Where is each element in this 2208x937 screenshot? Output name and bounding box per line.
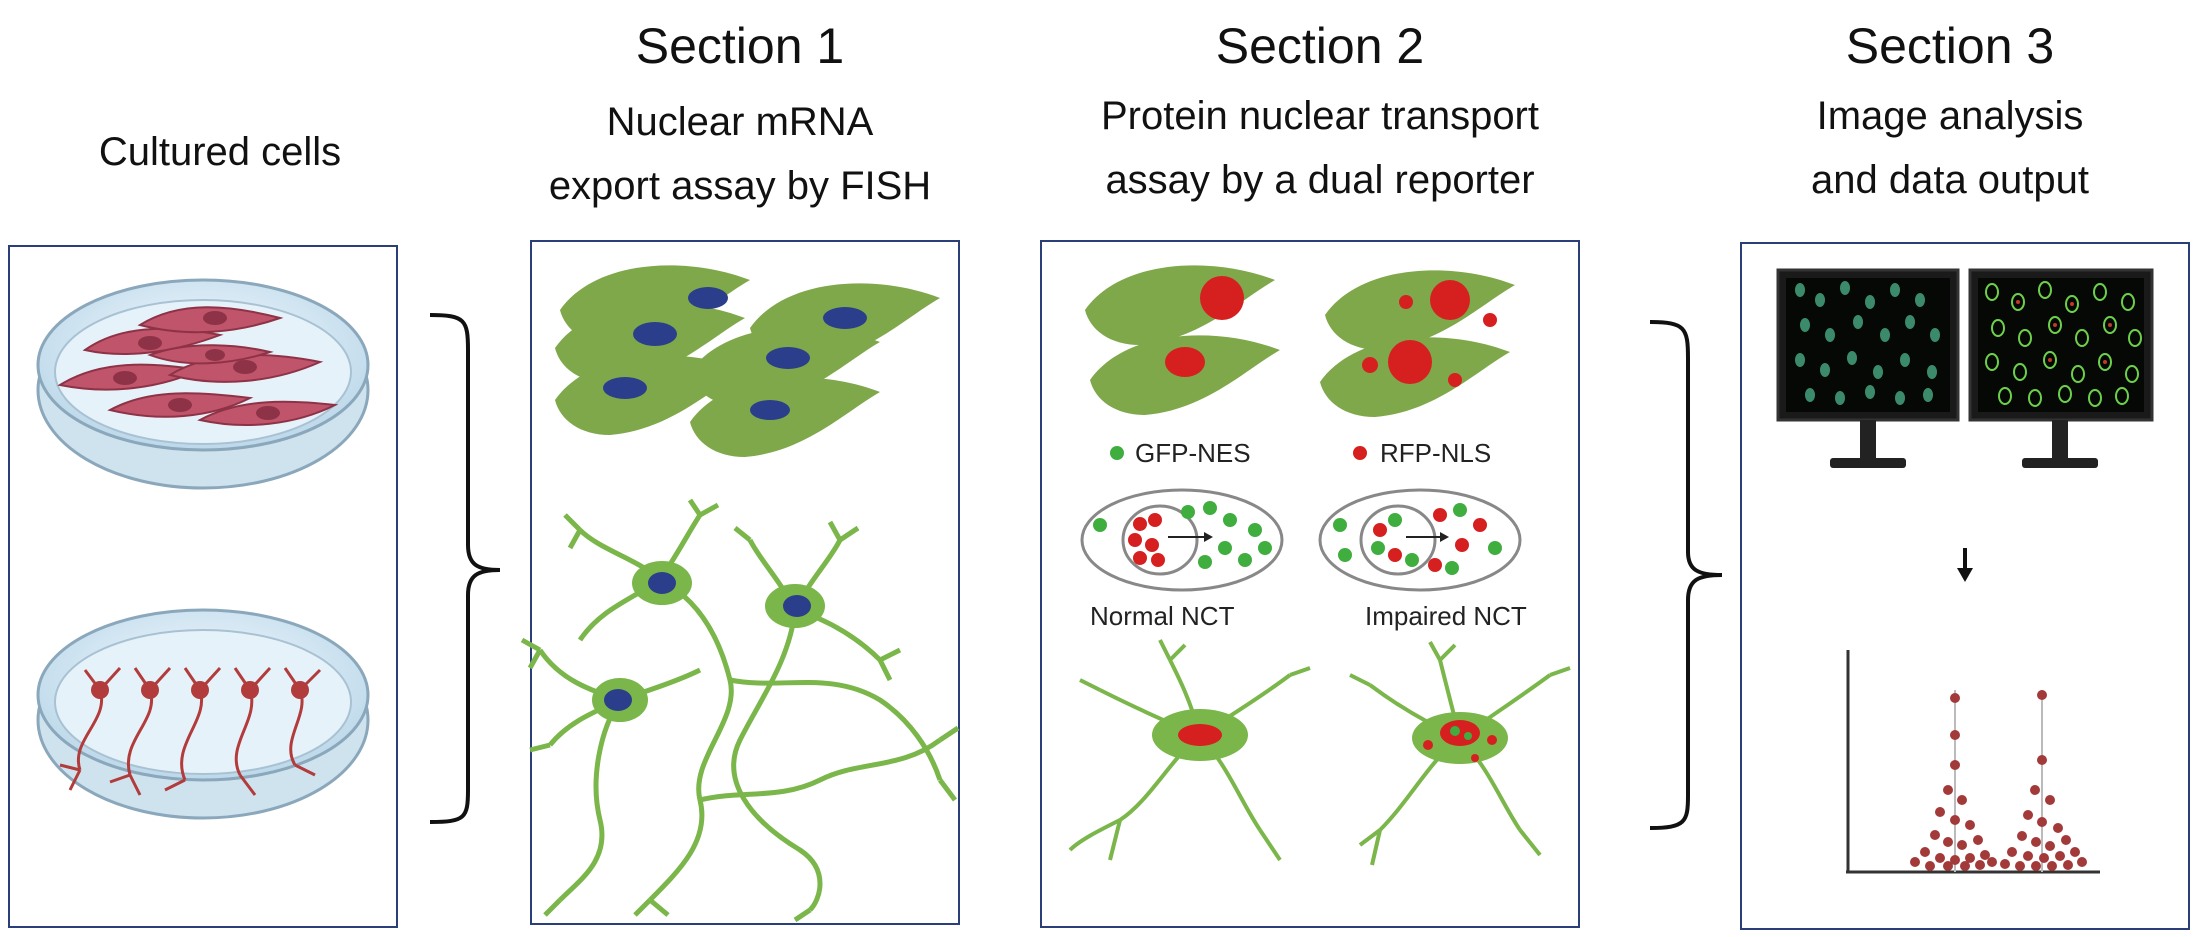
section-2-line1: Protein nuclear transport <box>1100 94 1539 138</box>
monitor-left <box>1776 268 1960 468</box>
section-2-neurons <box>1068 639 1571 866</box>
legend-rfp-nls: RFP-NLS <box>1380 438 1491 468</box>
section-2-cells <box>1085 265 1515 417</box>
section-1-neurons <box>520 498 960 923</box>
section-3-line2: and data output <box>1810 158 2090 202</box>
monitor-right <box>1968 268 2154 468</box>
impaired-nct-label: Impaired NCT <box>1365 601 1527 631</box>
section-3-title: Section 3 <box>1845 18 2055 74</box>
section-1-title: Section 1 <box>635 18 845 74</box>
section-2-title: Section 2 <box>1215 18 1425 74</box>
bracket-right <box>1649 320 1723 830</box>
bracket-left <box>429 313 501 824</box>
section-3-line1: Image analysis <box>1816 94 2084 138</box>
legend-gfp-nes: GFP-NES <box>1135 438 1251 468</box>
output-dot-plot <box>1846 650 2100 874</box>
section-1-line1: Nuclear mRNA <box>606 100 874 144</box>
normal-nct-label: Normal NCT <box>1090 601 1235 631</box>
petri-dish-fibroblasts <box>36 278 370 490</box>
cultured-cells-label: Cultured cells <box>98 130 342 174</box>
section-2-line2: assay by a dual reporter <box>1105 158 1535 202</box>
down-arrow-icon <box>1957 548 1973 582</box>
normal-nct-schematic <box>1080 488 1284 592</box>
section-1-line2: export assay by FISH <box>548 164 932 208</box>
section-1-cells <box>555 265 940 457</box>
petri-dish-neurons <box>36 608 370 820</box>
impaired-nct-schematic <box>1318 488 1522 592</box>
